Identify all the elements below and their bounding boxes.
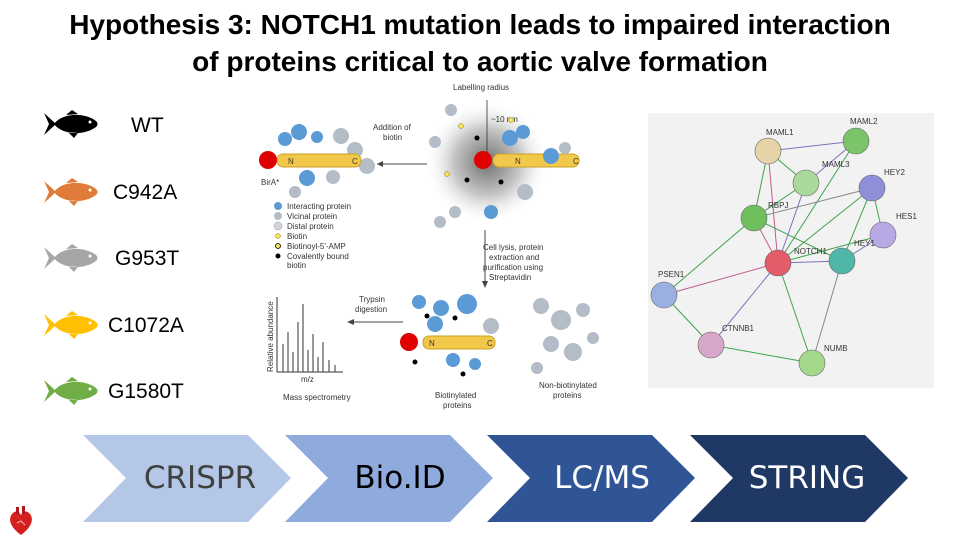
heart-icon <box>10 506 32 535</box>
bait-protein-left <box>259 124 375 198</box>
n-terminus-right: N <box>515 157 521 166</box>
legend-biotin-2: biotin <box>287 261 306 270</box>
legend-biotin: Biotin <box>287 232 307 241</box>
legend-distal-protein: Distal protein <box>287 222 334 231</box>
bira-label: BirA* <box>261 178 279 187</box>
label-maml2: MAML2 <box>850 117 878 126</box>
label-ctnnb1: CTNNB1 <box>722 324 755 333</box>
spectrum-y-label: Relative abundance <box>266 301 275 372</box>
lysis-line3: purification using <box>483 263 543 272</box>
mass-spectrometry-label: Mass spectrometry <box>283 393 351 402</box>
node-maml1 <box>754 137 782 165</box>
addition-of-biotin-line2: biotin <box>383 133 402 142</box>
label-psen1: PSEN1 <box>658 270 685 279</box>
biotinylated-line2: proteins <box>443 401 471 410</box>
node-maml3 <box>792 169 820 197</box>
variant-label-g953t: G953T <box>115 247 180 270</box>
trypsin-line2: digestion <box>355 305 387 314</box>
fish-icon-c1072a <box>44 311 98 339</box>
variant-label-c942a: C942A <box>113 181 178 204</box>
non-biotinylated-line1: Non-biotinylated <box>539 381 597 390</box>
workflow-step-string <box>690 435 908 522</box>
bioid-schematic: BirA* N C Addition of biotin Labelling r… <box>259 83 599 410</box>
c-terminus-bottom: C <box>487 339 493 348</box>
title-line-2: of proteins critical to aortic valve for… <box>192 46 768 77</box>
workflow-label-string: STRING <box>748 459 866 496</box>
variant-label-wt: WT <box>131 114 164 137</box>
workflow-label-bioid: Bio.ID <box>354 459 446 496</box>
lysis-line2: extraction and <box>489 253 539 262</box>
lysis-line1: Cell lysis, protein <box>483 243 543 252</box>
node-hey2 <box>858 174 886 202</box>
slide-title: Hypothesis 3: NOTCH1 mutation leads to i… <box>0 6 960 80</box>
node-hes1 <box>869 221 897 249</box>
workflow-step-crispr <box>83 435 291 522</box>
fish-icon-c942a <box>44 178 98 206</box>
trypsin-line1: Trypsin <box>359 295 385 304</box>
n-terminus-left: N <box>288 157 294 166</box>
bioid-legend <box>273 202 283 259</box>
bira-enzyme-center <box>474 151 492 169</box>
c-terminus-right: C <box>573 157 579 166</box>
fish-icon-g1580t <box>44 377 98 405</box>
label-rbpj: RBPJ <box>768 201 788 210</box>
non-biotinylated-line2: proteins <box>553 391 581 400</box>
n-terminus-bottom: N <box>429 339 435 348</box>
biotinylated-line1: Biotinylated <box>435 391 476 400</box>
variant-label-c1072a: C1072A <box>108 314 184 337</box>
label-hey1: HEY1 <box>854 239 875 248</box>
addition-of-biotin-line1: Addition of <box>373 123 412 132</box>
radius-value: ~10 nm <box>491 115 518 124</box>
lysis-line4: Streptavidin <box>489 273 531 282</box>
labelling-radius-label: Labelling radius <box>453 83 509 92</box>
workflow-step-lcms <box>487 435 695 522</box>
workflow-label-lcms: LC/MS <box>554 459 650 496</box>
node-rbpj <box>740 204 768 232</box>
string-network: MAML1 MAML2 MAML3 HEY2 RBPJ HES1 HEY1 NO… <box>648 113 934 388</box>
legend-interacting-protein: Interacting protein <box>287 202 351 211</box>
label-hes1: HES1 <box>896 212 917 221</box>
node-maml2 <box>842 127 870 155</box>
node-notch1 <box>764 249 792 277</box>
fish-icon-g953t <box>44 244 98 272</box>
label-numb: NUMB <box>824 344 848 353</box>
mass-spectrum-plot <box>276 297 343 373</box>
non-biotinylated-proteins <box>531 298 599 374</box>
label-hey2: HEY2 <box>884 168 905 177</box>
workflow-label-crispr: CRISPR <box>143 459 257 496</box>
network-nodes <box>650 127 897 377</box>
title-line-1: Hypothesis 3: NOTCH1 mutation leads to i… <box>69 9 891 40</box>
node-ctnnb1 <box>697 331 725 359</box>
label-maml3: MAML3 <box>822 160 850 169</box>
node-hey1 <box>828 247 856 275</box>
label-notch1: NOTCH1 <box>794 247 827 256</box>
legend-vicinal-protein: Vicinal protein <box>287 212 337 221</box>
fish-icon-wt <box>44 110 98 138</box>
c-terminus-left: C <box>352 157 358 166</box>
variant-label-g1580t: G1580T <box>108 380 184 403</box>
biotinylated-proteins <box>400 294 499 377</box>
legend-covalently-bound: Covalently bound <box>287 252 349 261</box>
legend-biotinoyl-amp: Biotinoyl-5'-AMP <box>287 242 346 251</box>
label-maml1: MAML1 <box>766 128 794 137</box>
node-numb <box>798 349 826 377</box>
spectrum-x-label: m/z <box>301 375 314 384</box>
workflow-step-bioid <box>285 435 493 522</box>
node-psen1 <box>650 281 678 309</box>
